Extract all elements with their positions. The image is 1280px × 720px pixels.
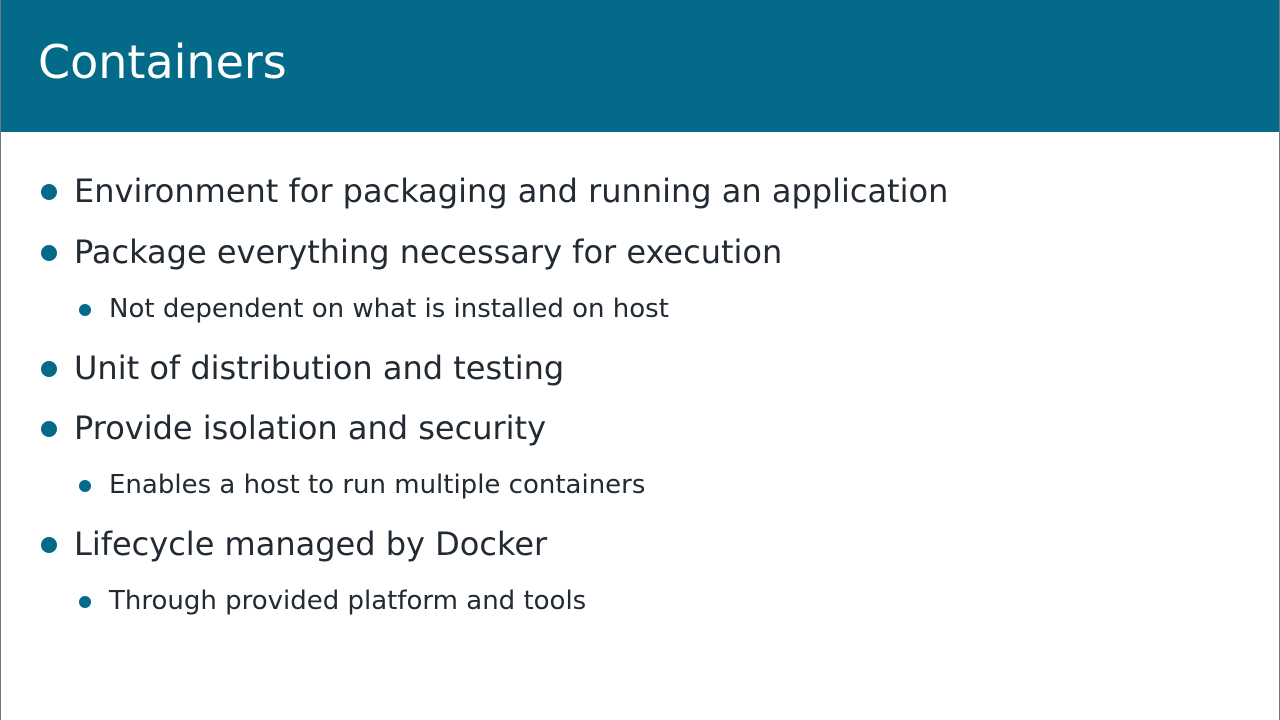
bullet-text: Environment for packaging and running an… (74, 172, 949, 210)
bullet-dot-icon (41, 421, 57, 437)
bullet-text: Unit of distribution and testing (74, 349, 565, 387)
sub-bullet-dot-icon (79, 596, 91, 608)
bullet-dot-icon (41, 184, 57, 200)
bullet-text: Lifecycle managed by Docker (74, 525, 548, 563)
sub-bullet-text: Not dependent on what is installed on ho… (109, 294, 669, 324)
slide-title: Containers (38, 35, 287, 89)
sub-bullet-dot-icon (79, 304, 91, 316)
bullet-dot-icon (41, 537, 57, 553)
bullet-dot-icon (41, 245, 57, 261)
bullet-text: Provide isolation and security (74, 409, 547, 447)
title-bar: Containers (1, 0, 1279, 132)
sub-bullet-dot-icon (79, 480, 91, 492)
bullet-dot-icon (41, 361, 57, 377)
bullet-text: Package everything necessary for executi… (74, 233, 783, 271)
sub-bullet-text: Enables a host to run multiple container… (109, 470, 646, 500)
sub-bullet-text: Through provided platform and tools (109, 586, 587, 616)
